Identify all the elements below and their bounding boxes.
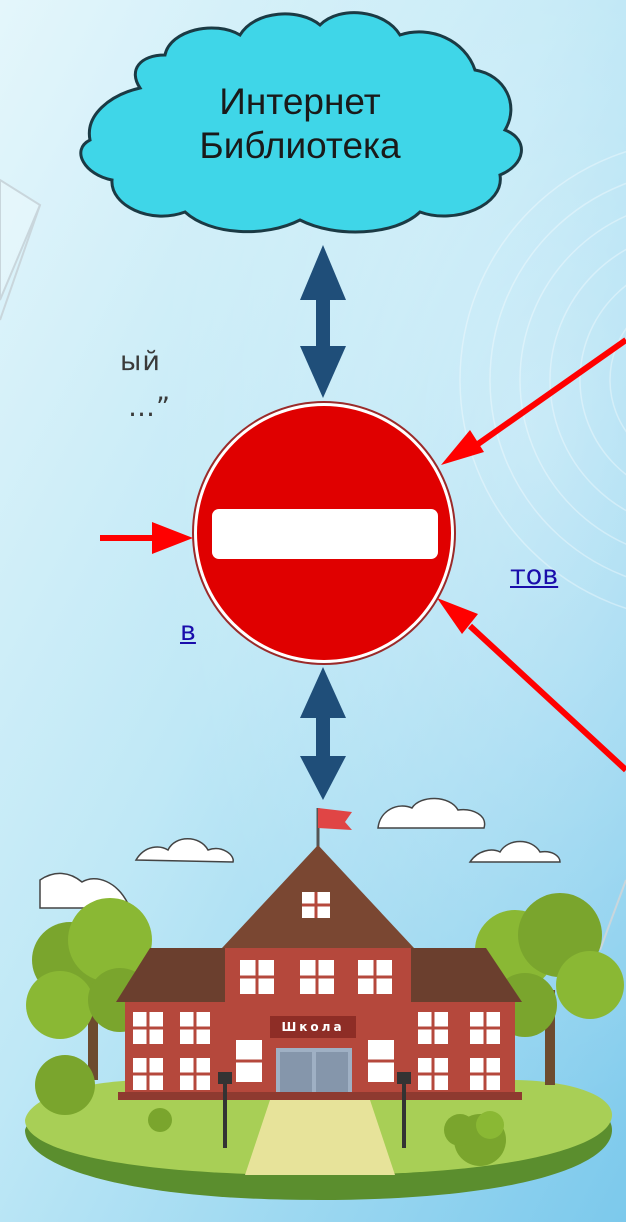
small-cloud-3 [470, 842, 560, 863]
red-arrow-left [100, 522, 193, 554]
cloud-label-line1: Интернет [150, 80, 450, 124]
school-sign-label: Школа [272, 1018, 354, 1036]
double-arrow-top [300, 245, 346, 398]
red-arrow-top-right [441, 340, 626, 465]
cloud-label-line2: Библиотека [150, 124, 450, 168]
red-arrow-bottom-right [437, 598, 626, 770]
small-cloud-1 [136, 839, 233, 862]
cloud-label: Интернет Библиотека [150, 80, 450, 168]
small-cloud-2 [378, 798, 485, 828]
double-arrow-bottom [300, 667, 346, 800]
no-entry-sign-icon [193, 402, 455, 664]
